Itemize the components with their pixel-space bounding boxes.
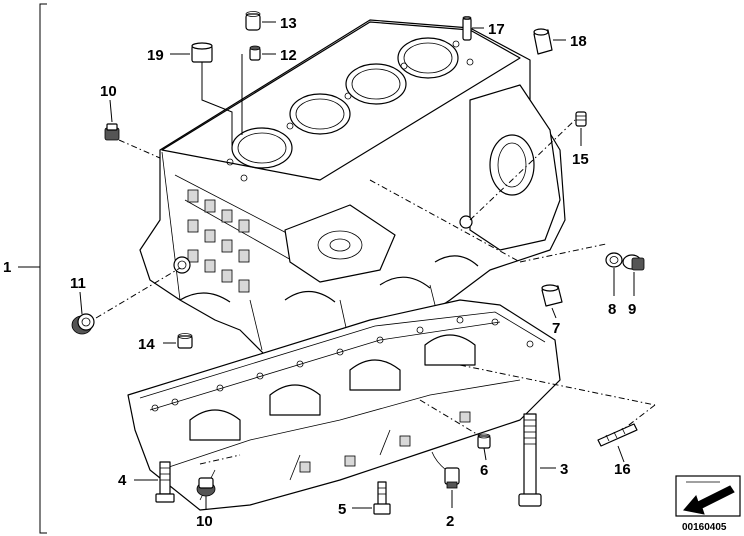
part-13-cap-plug bbox=[245, 11, 261, 31]
part-12-dowel-sleeve bbox=[249, 45, 261, 61]
assembly-bracket bbox=[18, 3, 47, 534]
callout-11: 11 bbox=[70, 275, 86, 292]
reference-box: 00160405 bbox=[675, 475, 741, 533]
assembly-center-lines bbox=[95, 119, 656, 465]
callout-16: 16 bbox=[614, 461, 631, 478]
callout-2: 2 bbox=[446, 513, 454, 530]
bedplate bbox=[127, 299, 561, 511]
part-7-sleeve bbox=[541, 284, 563, 307]
callout-5: 5 bbox=[338, 501, 346, 518]
part-8-seal-ring bbox=[605, 252, 623, 268]
callout-9: 9 bbox=[628, 301, 636, 318]
part-17-dowel-pin bbox=[462, 16, 472, 41]
callout-10-upper: 10 bbox=[100, 83, 117, 100]
part-18-bushing bbox=[533, 28, 553, 55]
reference-number: 00160405 bbox=[682, 522, 727, 533]
part-10-plug-lower bbox=[196, 477, 216, 497]
block-side-ribs bbox=[187, 189, 250, 293]
part-6-dowel-sleeve bbox=[477, 433, 491, 449]
callout-7: 7 bbox=[552, 320, 560, 337]
callout-19: 19 bbox=[147, 47, 164, 64]
part-11-plug bbox=[71, 313, 95, 335]
callout-1: 1 bbox=[3, 259, 11, 276]
part-9-screw-plug bbox=[622, 254, 645, 271]
part-10-plug-upper bbox=[104, 123, 120, 141]
part-19-sleeve bbox=[191, 42, 213, 63]
callout-14: 14 bbox=[138, 336, 155, 353]
part-16-stud bbox=[597, 423, 638, 447]
part-15-plug bbox=[575, 111, 587, 127]
callout-10-lower: 10 bbox=[196, 513, 213, 530]
callout-labels: 1 2 3 4 5 6 7 8 9 10 10 11 12 13 14 15 1… bbox=[3, 15, 636, 530]
leader-lines bbox=[79, 21, 635, 510]
callout-13: 13 bbox=[280, 15, 297, 32]
part-14-dowel bbox=[177, 333, 193, 349]
engine-block bbox=[139, 19, 566, 381]
callout-3: 3 bbox=[560, 461, 568, 478]
part-3-long-bolt bbox=[518, 413, 542, 507]
callout-17: 17 bbox=[488, 21, 505, 38]
callout-12: 12 bbox=[280, 47, 297, 64]
arrow-icon bbox=[683, 485, 735, 515]
part-4-bolt bbox=[155, 461, 175, 503]
part-5-bolt bbox=[373, 481, 391, 515]
callout-6: 6 bbox=[480, 462, 488, 479]
part-2-sensor bbox=[431, 451, 460, 489]
callout-15: 15 bbox=[572, 151, 589, 168]
callout-4: 4 bbox=[118, 472, 127, 489]
callout-8: 8 bbox=[608, 301, 616, 318]
callout-18: 18 bbox=[570, 33, 587, 50]
